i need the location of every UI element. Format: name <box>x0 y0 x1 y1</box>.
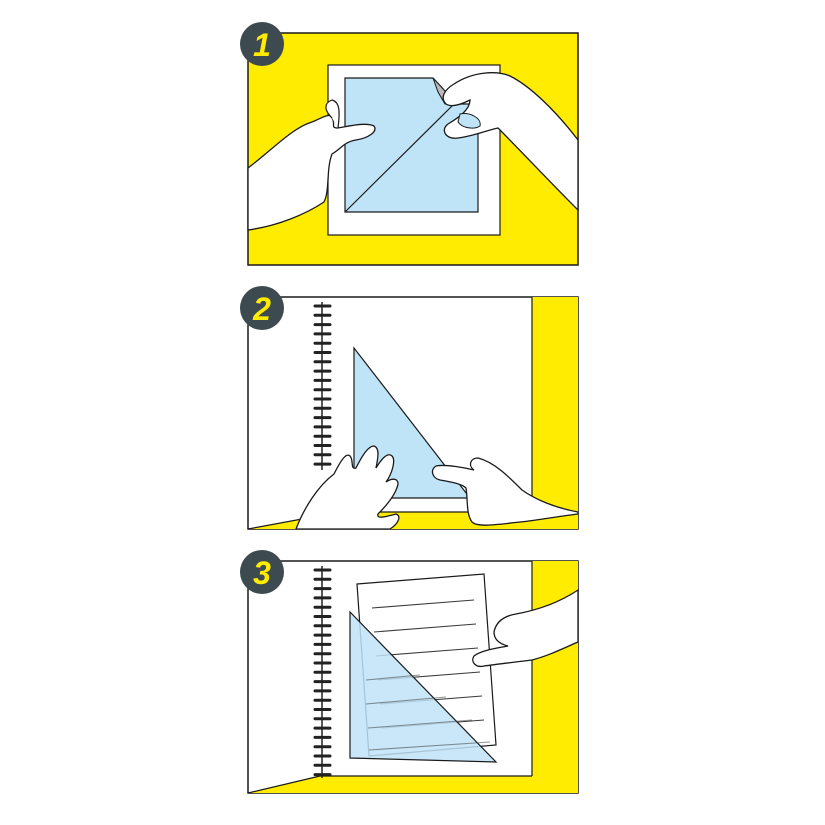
step-3-number-badge <box>240 550 284 594</box>
step-1-left-hand-icon <box>247 114 376 231</box>
step-1-film-diagonal <box>344 102 456 213</box>
step-2-panel: 2 <box>240 286 579 530</box>
step-3-right-hand-icon <box>472 588 579 668</box>
step-2-right-hand-icon <box>431 457 579 526</box>
step-1-number-label: 1 <box>253 27 271 63</box>
step-3-yellow-bottom-wedge <box>248 776 532 793</box>
step-1-right-hand-icon <box>442 72 579 212</box>
step-2-spiral-binding-icon <box>313 302 332 470</box>
step-3-blue-triangle-pocket <box>349 610 498 763</box>
step-2-number-badge <box>240 286 284 330</box>
step-3-spiral-binding-icon <box>313 566 332 778</box>
step-3-sheet-lines-through-film <box>365 674 491 751</box>
step-1-number-badge <box>240 22 284 66</box>
step-2-left-hand-icon <box>295 445 400 530</box>
step-2-yellow-right-strip <box>532 297 578 529</box>
step-1-right-thumbnail <box>457 113 481 129</box>
step-1-panel: 1 <box>240 22 579 266</box>
step-3-page-bottom-edge <box>247 775 321 794</box>
step-1-left-thumb <box>325 99 340 129</box>
step-2-number-label: 2 <box>252 291 271 327</box>
step-3-panel: 3 <box>240 550 579 794</box>
step-3-number-label: 3 <box>253 555 271 591</box>
